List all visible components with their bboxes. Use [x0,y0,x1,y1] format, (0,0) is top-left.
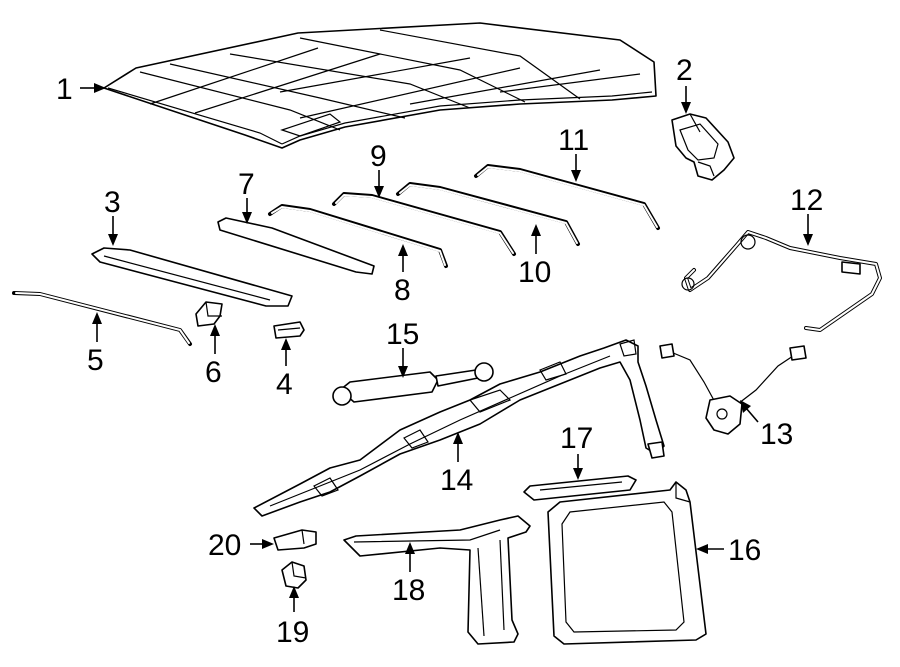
part-1-roof-panel [103,22,657,149]
part-20-bracket [273,529,317,551]
callout-7: 7 [238,168,255,201]
callout-19: 19 [276,616,309,649]
part-9-weatherstrip [332,192,516,256]
part-17-strip [523,475,637,501]
callout-18: 18 [392,574,425,607]
callout-2: 2 [676,54,693,87]
part-18-rail [343,515,531,645]
part-5-weatherstrip [12,291,192,346]
callout-6: 6 [205,356,222,389]
callout-15: 15 [386,318,419,351]
part-3-rail [91,247,293,307]
part-2-corner-bracket [671,113,735,181]
part-13-harness [659,343,807,435]
part-19-clip [281,561,307,589]
part-14-bow-assembly [253,339,665,517]
callout-12: 12 [790,184,823,217]
part-12-cable [681,230,882,332]
part-7-strip [217,217,375,275]
callout-17: 17 [560,422,593,455]
part-4-clip [273,321,305,339]
callout-8: 8 [394,274,411,307]
part-10-weatherstrip [396,182,580,246]
callout-13: 13 [760,418,793,451]
callout-20: 20 [208,529,241,562]
callout-11: 11 [558,124,589,157]
callout-10: 10 [518,256,551,289]
callout-labels: 1 2 3 4 5 6 7 8 9 10 11 12 13 14 15 16 1… [56,54,823,649]
part-15-gas-strut [332,362,494,406]
callout-3: 3 [104,186,121,219]
callout-16: 16 [728,534,761,567]
part-16-window [547,481,707,645]
callout-5: 5 [87,344,104,377]
callout-4: 4 [276,368,293,401]
part-8-weatherstrip [268,204,448,268]
callout-14: 14 [440,464,473,497]
leader-lines [80,83,813,612]
part-6-block [195,301,223,327]
callout-1: 1 [56,73,73,106]
callout-9: 9 [370,140,387,173]
part-11-weatherstrip [474,164,660,230]
